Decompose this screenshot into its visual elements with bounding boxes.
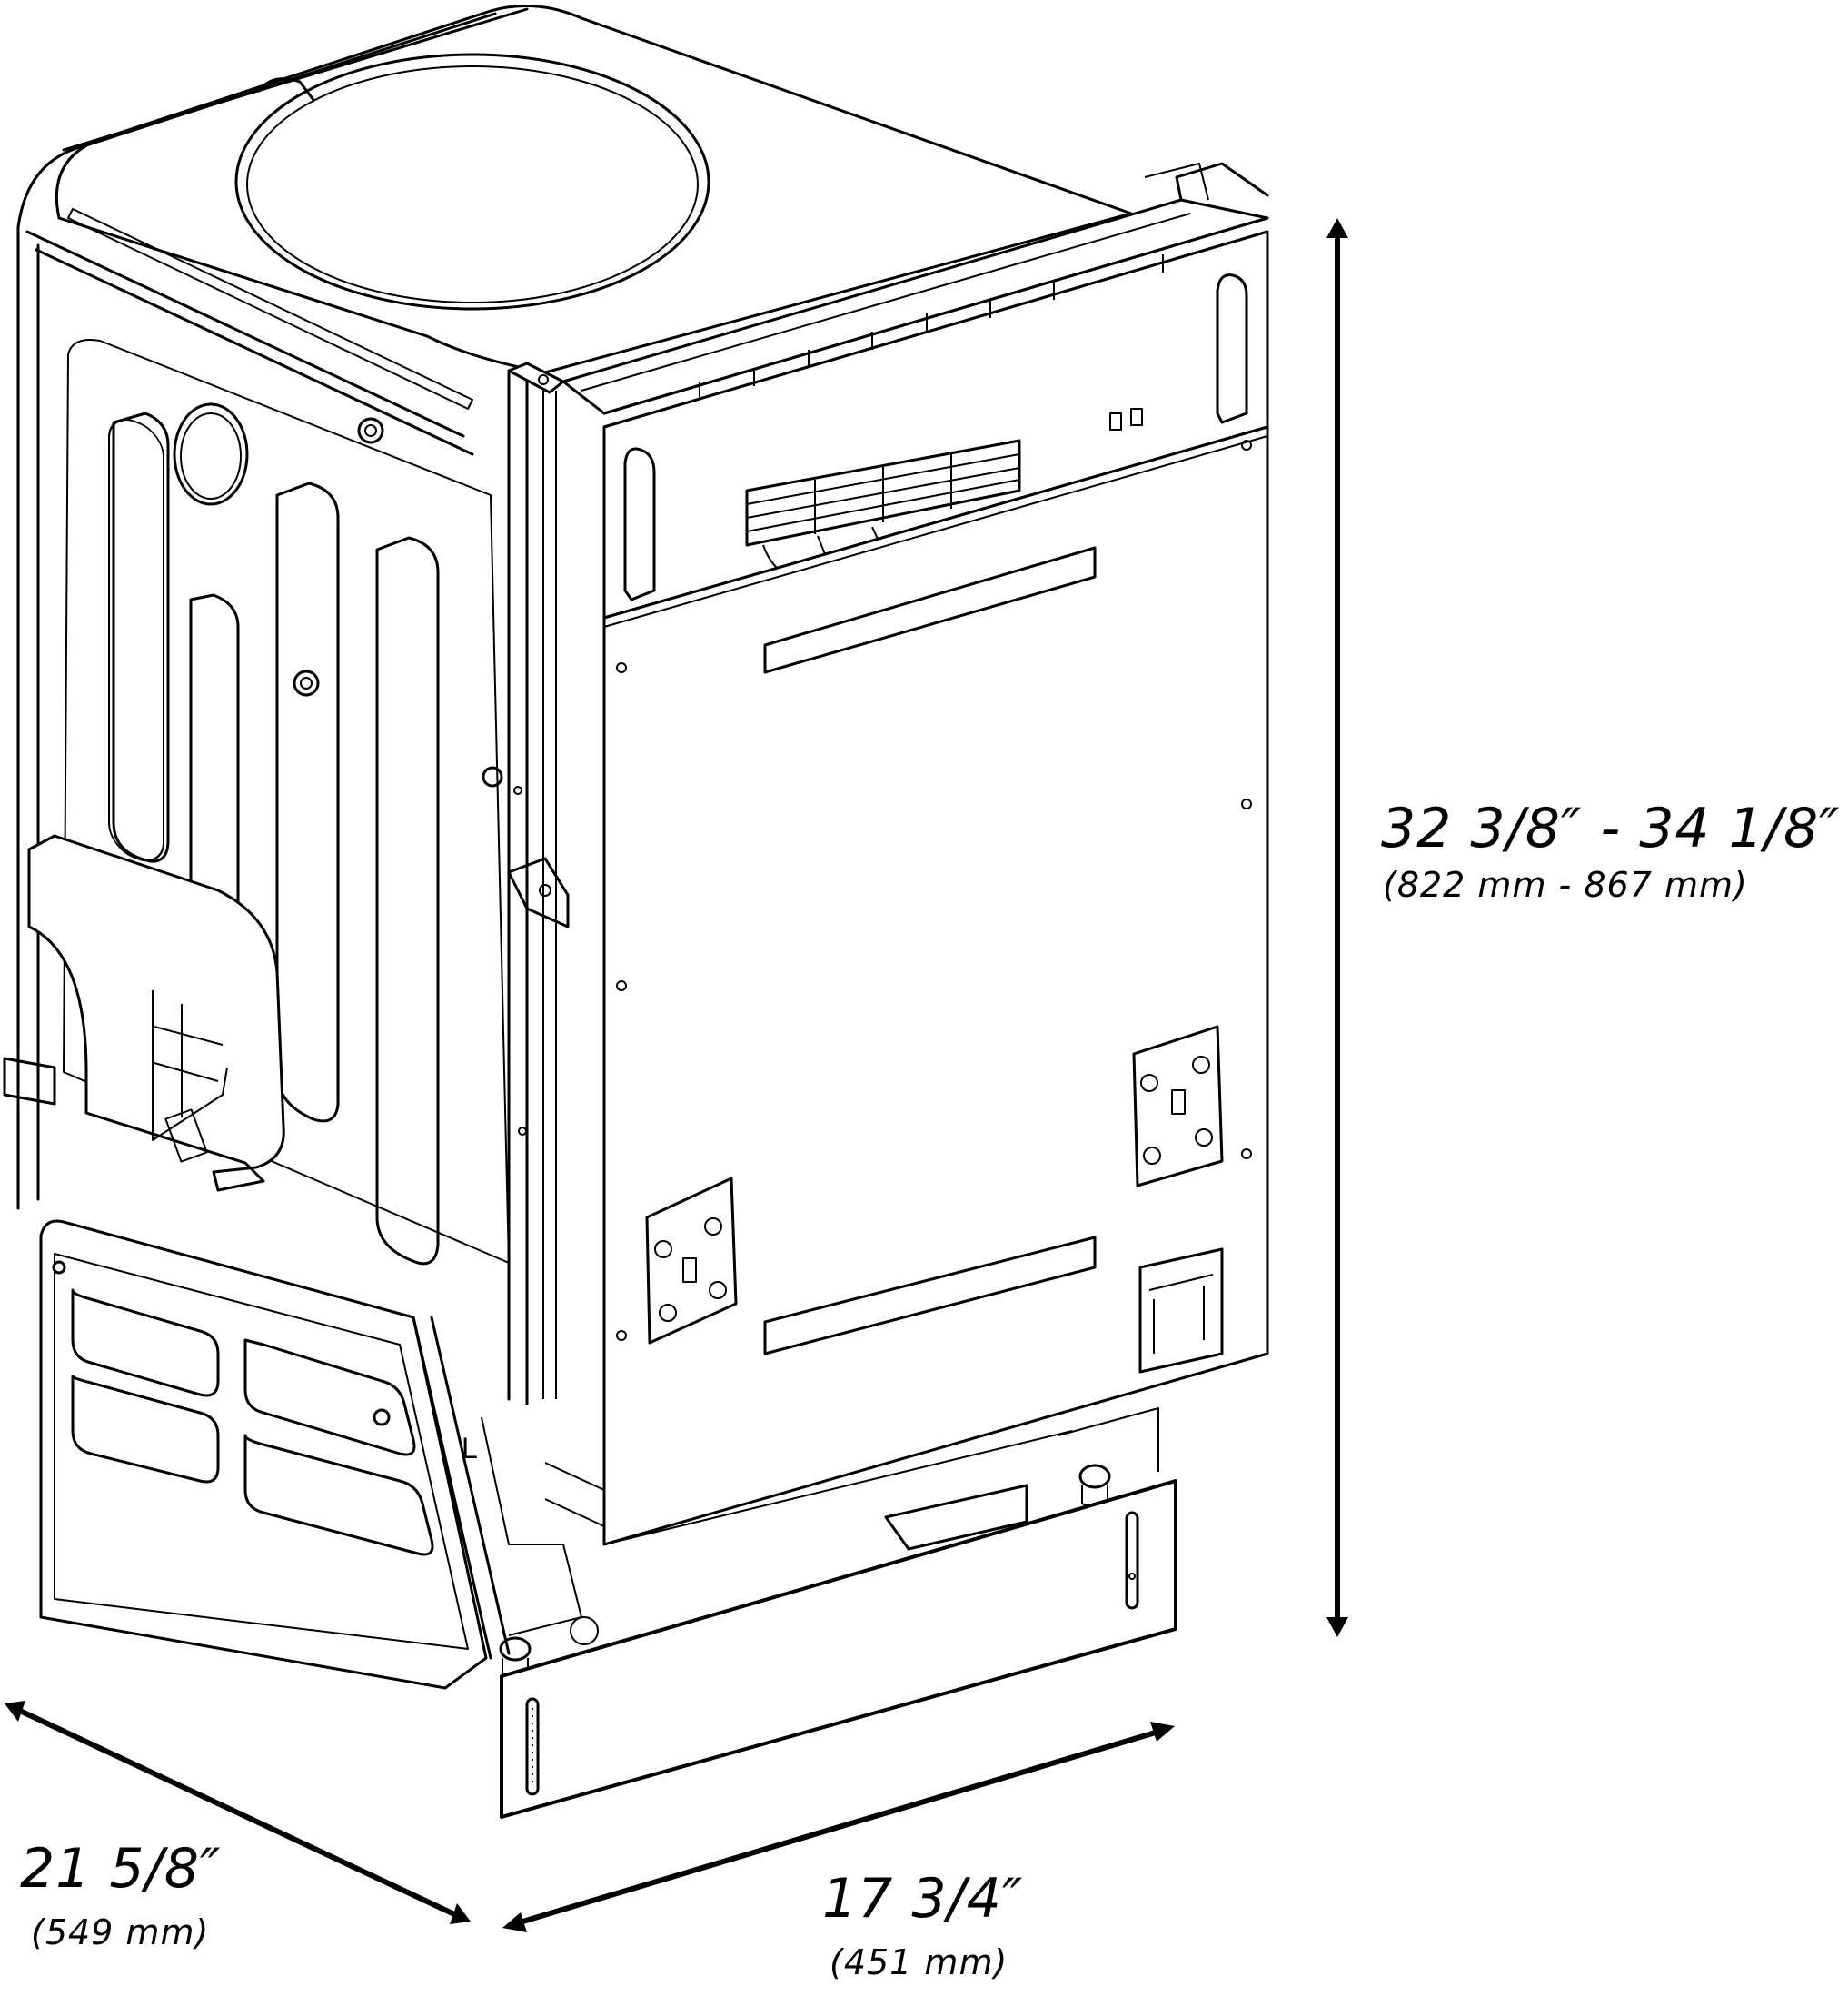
width-imperial: 17 3/4″ [822, 1867, 1024, 1931]
side-duct-housing [3, 834, 285, 1192]
height-dimension-arrow [1326, 218, 1348, 1637]
height-dimension-label: 32 3/8″ - 34 1/8″ (822 mm - 867 mm) [1381, 799, 1841, 905]
depth-dimension-arrow [5, 1701, 471, 1924]
bracket-marking: L [462, 1432, 478, 1465]
height-imperial: 32 3/8″ - 34 1/8″ [1381, 797, 1841, 860]
depth-imperial: 21 5/8″ [20, 1837, 222, 1901]
width-dimension-arrow [502, 1722, 1175, 1932]
left-base-panel [39, 1219, 511, 1690]
front-side-rail [507, 362, 570, 1405]
width-metric: (451 mm) [830, 1942, 1008, 1982]
top-cover [16, 5, 1133, 456]
width-dimension-label: 17 3/4″ (451 mm) [822, 1870, 1023, 1982]
front-door [561, 162, 1269, 1546]
kickplate [500, 1479, 1177, 1819]
depth-dimension-label: 21 5/8″ (549 mm) [20, 1840, 221, 1952]
depth-metric: (549 mm) [31, 1912, 210, 1952]
height-metric: (822 mm - 867 mm) [1383, 865, 1748, 905]
